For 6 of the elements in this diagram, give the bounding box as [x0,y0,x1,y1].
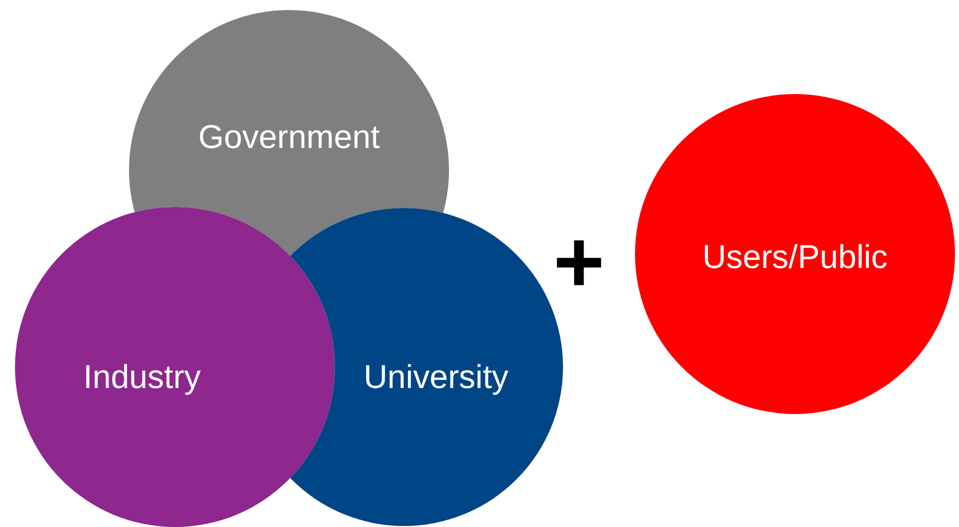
circle-label: Government [198,118,380,156]
circle-label: University [364,358,508,396]
circle-label: Industry [83,358,201,396]
circle-shape [635,94,955,414]
plus-sign: + [553,218,605,306]
circle-label: Users/Public [702,238,888,276]
